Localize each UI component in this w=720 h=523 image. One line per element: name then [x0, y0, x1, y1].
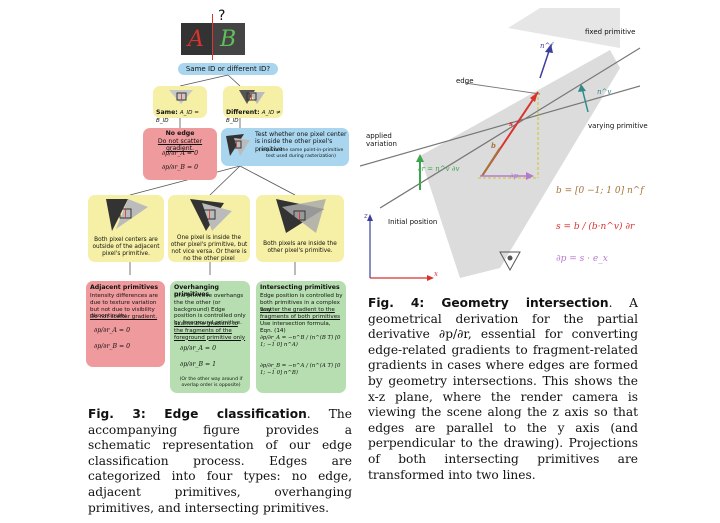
nf-vector: [539, 47, 551, 79]
adjacent-title: Adjacent primitives: [90, 284, 159, 291]
case-overhang-glyph: [190, 199, 232, 231]
different-label-text: Different:: [226, 109, 260, 116]
same-label: Same: A_ID = B_ID: [156, 109, 208, 126]
adjacent-eq2: ∂p/∂r_B = 0: [94, 343, 131, 350]
edge-line: [464, 82, 541, 95]
fig3-caption-text: . The accompanying figure provides a sch…: [88, 407, 352, 515]
same-or-different-box: Same ID or different ID?: [178, 63, 278, 75]
test-glyph: [226, 134, 250, 156]
case-adjacent-box: Both pixel centers are outside of the ad…: [88, 195, 164, 262]
z-arrow: [367, 214, 373, 221]
dp-arrowhead: [526, 172, 534, 180]
test-text: Test whether one pixel center is inside …: [255, 131, 347, 153]
overhang-title: Overhanging primitives: [174, 284, 219, 299]
no-edge-title: No edge: [165, 130, 195, 137]
overhang-eq1: ∂p/∂r_A = 0: [180, 345, 217, 352]
nf-arrowhead: [545, 44, 553, 53]
fixed-primitive-region: [420, 50, 620, 278]
label-x: x: [434, 270, 438, 278]
different-box: Different: A_ID ≠ B_ID: [223, 86, 283, 124]
label-b: B: [220, 27, 237, 52]
no-edge-box: No edge Do not scatter gradient. ∂p/∂r_A…: [143, 128, 217, 180]
same-math: A_ID = B_ID: [156, 110, 199, 125]
test-box: Test whether one pixel center is inside …: [221, 128, 349, 166]
test-note: (requires the same point-in-primitive te…: [258, 148, 344, 159]
no-edge-eq2: ∂p/∂r_B = 0: [161, 164, 199, 171]
fixed-primitive-line: [379, 47, 641, 209]
case-intersect-glyph: [276, 199, 326, 233]
question-mark: ?: [218, 8, 226, 24]
case-overhang-text: One pixel is inside the other pixel's pr…: [170, 235, 248, 262]
intersect-note: Scatter the gradient to the fragments of…: [260, 307, 341, 320]
flow-connectors: [129, 74, 296, 275]
overhang-note: Scatter the gradient to the fragments of…: [174, 321, 246, 341]
s-arrowhead: [530, 92, 538, 102]
label-initial-position: Initial position: [388, 218, 438, 226]
label-fixed-primitive: fixed primitive: [585, 28, 636, 36]
intersect-title: Intersecting primitives: [260, 284, 340, 291]
label-varying-primitive: varying primitive: [588, 122, 648, 130]
overhang-eq2: ∂p/∂r_B = 1: [180, 361, 217, 368]
case-adjacent-text: Both pixel centers are outside of the ad…: [92, 237, 160, 257]
label-edge: edge: [456, 77, 474, 85]
label-dr: ∂r = n^v ∂v: [418, 165, 460, 173]
x-arrow: [427, 275, 434, 281]
same-label-text: Same:: [156, 109, 178, 116]
intersect-eq1: ∂p/∂r_A = −n^B / (n^(B T) [0 1; −1 0] n^…: [260, 335, 341, 348]
b-vector: [481, 147, 501, 177]
label-b: b: [491, 141, 496, 150]
nv-vector: [581, 87, 589, 113]
label-nv: n^v: [597, 88, 612, 96]
eye-pupil: [507, 255, 513, 261]
label-a: A: [188, 27, 204, 52]
fig4-caption-label: Fig. 4: Geometry intersection: [368, 296, 609, 310]
divider-line: [212, 14, 213, 60]
case-intersect-box: Both pixels are inside the other pixel's…: [256, 195, 344, 262]
eq-b: b = [0 −1; 1 0] n^f: [556, 186, 644, 196]
case-adjacent-glyph: [106, 199, 148, 231]
intersect-body: Edge position is controlled by both prim…: [260, 293, 343, 313]
same-or-different-text: Same ID or different ID?: [185, 65, 271, 73]
overhang-body: One primitive overhangs the the other (o…: [174, 293, 246, 327]
square-b: [213, 23, 245, 55]
varying-primitive-line: [360, 85, 641, 167]
no-edge-eq1: ∂p/∂r_A = 0: [161, 150, 199, 157]
fig4-caption-text: . A geometrical derivation for the parti…: [368, 296, 638, 482]
dr-arrowhead: [416, 154, 424, 162]
fig3-caption-label: Fig. 3: Edge classification: [88, 407, 307, 421]
overhang-footnote: (Or the other way around if overlap orde…: [179, 377, 243, 388]
label-s: s: [509, 119, 513, 128]
no-edge-note: Do not scatter gradient.: [157, 138, 203, 153]
different-math: A_ID ≠ B_ID: [226, 110, 281, 125]
label-z: z: [364, 212, 368, 220]
eye-icon: [499, 251, 521, 272]
intersect-formula: Use intersection formula, Eqn. (14): [260, 321, 331, 334]
eq-dp: ∂p = s · e_x: [556, 254, 608, 264]
adjacent-body: Intensity differences are due to texture…: [90, 293, 158, 320]
overhang-box: Overhanging primitives One primitive ove…: [170, 281, 250, 393]
different-glyph: [239, 90, 265, 104]
nv-arrowhead: [578, 84, 586, 92]
adjacent-note: Do not scatter gradient.: [90, 314, 158, 320]
label-dp: ∂p: [510, 172, 519, 180]
fig4-caption: Fig. 4: Geometry intersection. A geometr…: [368, 296, 638, 483]
square-a: [181, 23, 213, 55]
label-nf: n^f: [540, 42, 553, 50]
case-overhang-box: One pixel is inside the other pixel's pr…: [168, 195, 250, 262]
fig3-caption: Fig. 3: Edge classification. The accompa…: [88, 407, 352, 516]
same-box: Same: A_ID = B_ID: [153, 86, 207, 124]
fig4-diagram: [360, 8, 641, 281]
different-label: Different: A_ID ≠ B_ID: [226, 109, 284, 126]
intersect-box: Intersecting primitives Edge position is…: [256, 281, 346, 393]
adjacent-eq1: ∂p/∂r_A = 0: [94, 327, 131, 334]
same-glyph: [169, 90, 193, 104]
adjacent-box: Adjacent primitives Intensity difference…: [86, 281, 165, 367]
case-intersect-text: Both pixels are inside the other pixel's…: [263, 241, 337, 254]
intersect-eq2: ∂p/∂r_B = −n^A / (n^(A T) [0 1; −1 0] n^…: [260, 363, 341, 376]
fixed-primitive-top: [508, 8, 620, 48]
label-applied-variation: applied variation: [366, 132, 397, 149]
eq-s: s = b / (b·n^v) ∂r: [556, 222, 635, 232]
